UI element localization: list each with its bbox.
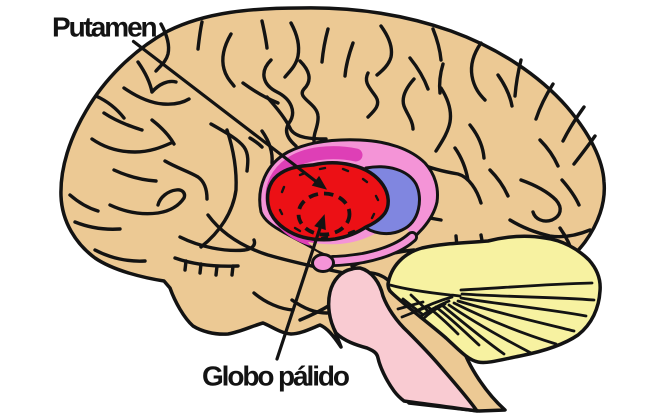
svg-text:Globo pálido: Globo pálido (202, 361, 350, 392)
svg-text:Putamen: Putamen (52, 12, 157, 43)
